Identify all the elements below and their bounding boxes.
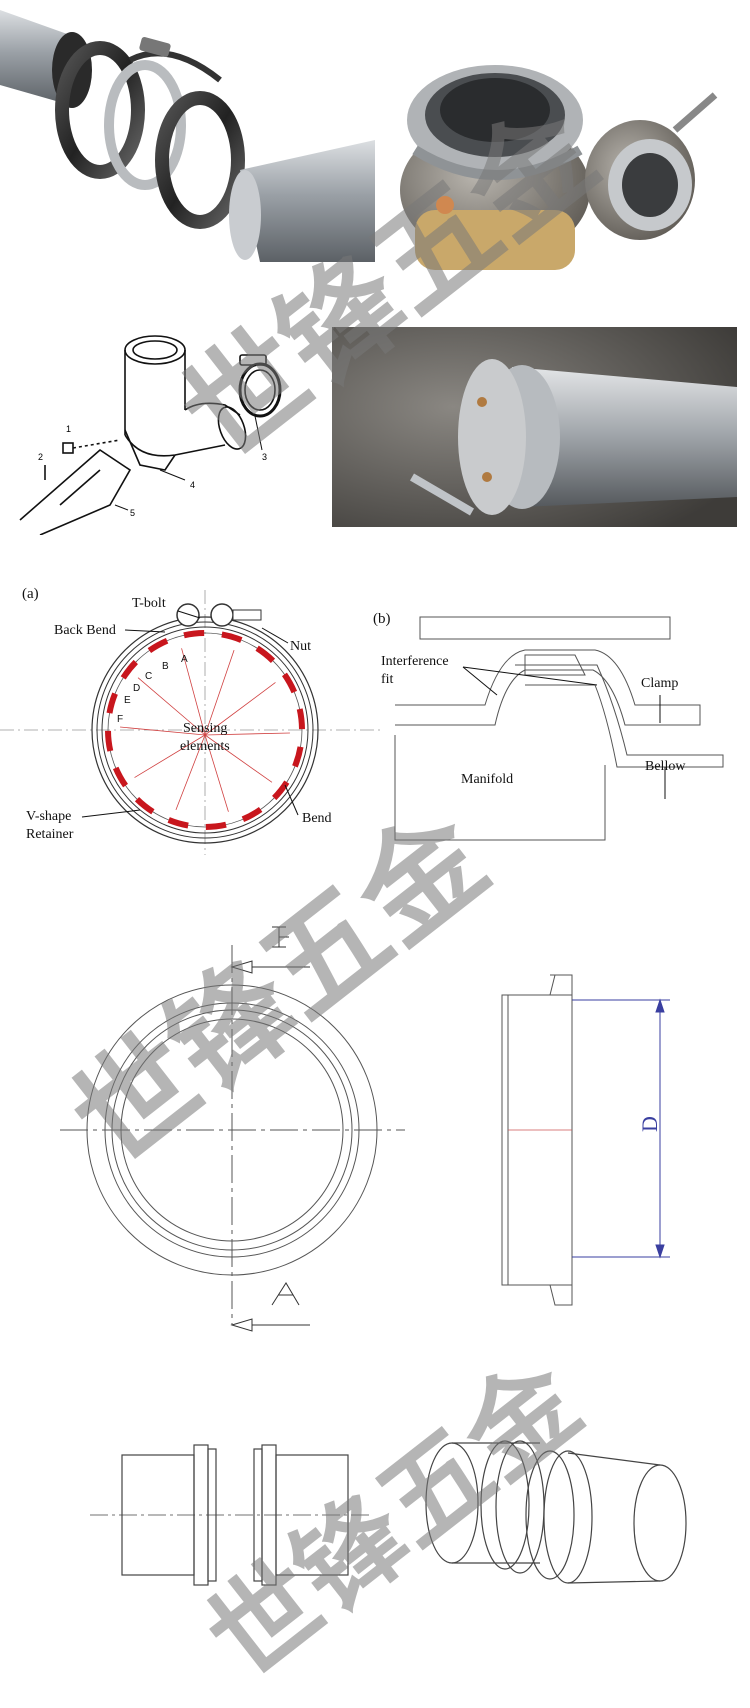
t-bolt-label: T-bolt (132, 596, 166, 611)
sensing-ray (204, 734, 229, 812)
sensing-element (241, 806, 263, 823)
interference-label: Interference (381, 654, 449, 669)
v-shape-label: V-shape (26, 809, 71, 824)
sensing-ray (204, 682, 276, 736)
sensor-letter-b: B (162, 661, 169, 672)
sensing-element (183, 630, 205, 639)
sensing-element (134, 797, 155, 815)
sensing-element (112, 766, 129, 788)
sensing-element (120, 659, 138, 680)
panel-a-tag: (a) (22, 586, 39, 602)
sensing-ray (204, 734, 273, 783)
callout-1: 1 (66, 424, 72, 434)
exploded-parts-drawing: 1 2 3 4 5 (0, 320, 320, 535)
sensing-element (106, 692, 118, 714)
photo-exploded-vband-clamp (0, 0, 375, 262)
sensor-letter-a: A (181, 654, 188, 665)
figure-b-cross-section: (b) Interference fit Clamp Bellow Manifo… (365, 595, 750, 845)
sensing-ray (137, 677, 206, 736)
pipe-coupling-drawings (80, 1415, 750, 1603)
sensor-letter-d: D (133, 683, 140, 694)
sensor-letter-c: C (145, 671, 152, 682)
fit-label: fit (381, 672, 394, 687)
sensing-ray (204, 732, 290, 736)
flange-technical-drawing: D (40, 915, 740, 1350)
sensing-element (292, 746, 304, 768)
retainer-label: Retainer (26, 827, 74, 842)
sensing-label: Sensing (183, 721, 227, 736)
elements-label: elements (180, 739, 230, 754)
sensing-element (281, 672, 298, 694)
nut-label: Nut (290, 639, 311, 654)
sensing-element (296, 708, 305, 730)
sensor-letter-f: F (117, 714, 123, 725)
bellow-label: Bellow (645, 759, 686, 774)
sensor-letter-e: E (124, 695, 131, 706)
sensing-ray (204, 649, 235, 736)
sensing-element (272, 780, 290, 801)
manifold-label: Manifold (461, 772, 513, 787)
sensing-element (167, 817, 189, 829)
back-bend-label: Back Bend (54, 623, 116, 638)
callout-5: 5 (130, 508, 136, 518)
sensing-element (105, 730, 114, 752)
figure-a-sensing-clamp: (a) T-bolt Back Bend Nut Sensing element… (0, 570, 380, 860)
callout-2: 2 (38, 452, 44, 462)
sensing-ray (134, 734, 206, 778)
callout-4: 4 (190, 480, 196, 490)
sensing-ray (181, 648, 206, 736)
clamp-label: Clamp (641, 676, 678, 691)
sensing-element (147, 637, 169, 654)
sensing-ray (120, 726, 206, 736)
sensing-element (255, 645, 276, 663)
callout-3: 3 (262, 452, 268, 462)
dimension-d-label: D (637, 1116, 662, 1132)
photo-clamp-closeup (332, 327, 737, 527)
panel-b-tag: (b) (373, 611, 391, 627)
photo-turbo-housing-clamp (375, 0, 750, 290)
bend-label: Bend (302, 811, 332, 826)
sensing-ray (175, 734, 206, 811)
sensing-element (205, 821, 227, 830)
sensing-element (221, 631, 243, 643)
